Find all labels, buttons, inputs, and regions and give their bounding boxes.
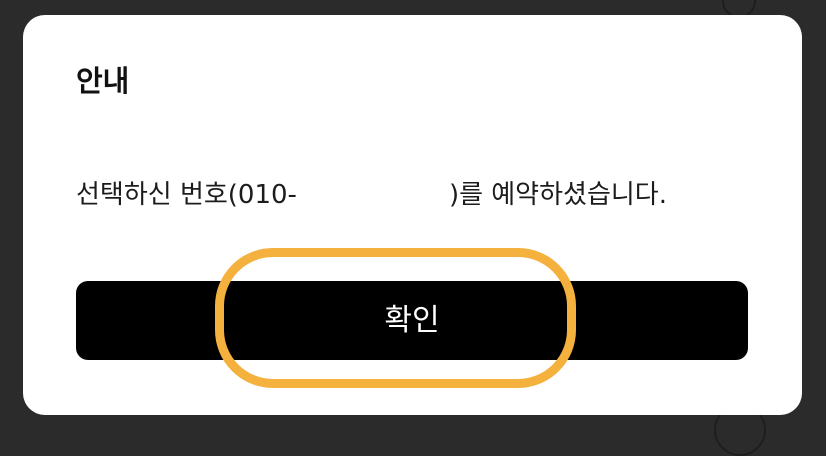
message-prefix: 선택하신 번호(010- bbox=[76, 180, 297, 210]
dialog-title: 안내 bbox=[76, 64, 130, 98]
redacted-phone-number bbox=[297, 202, 449, 203]
message-suffix: )를 예약하셨습니다. bbox=[448, 180, 667, 210]
notice-dialog: 안내 선택하신 번호(010- )를 예약하셨습니다. 확인 bbox=[23, 15, 802, 415]
confirm-button[interactable]: 확인 bbox=[76, 281, 748, 360]
dialog-message: 선택하신 번호(010- )를 예약하셨습니다. bbox=[76, 177, 667, 213]
